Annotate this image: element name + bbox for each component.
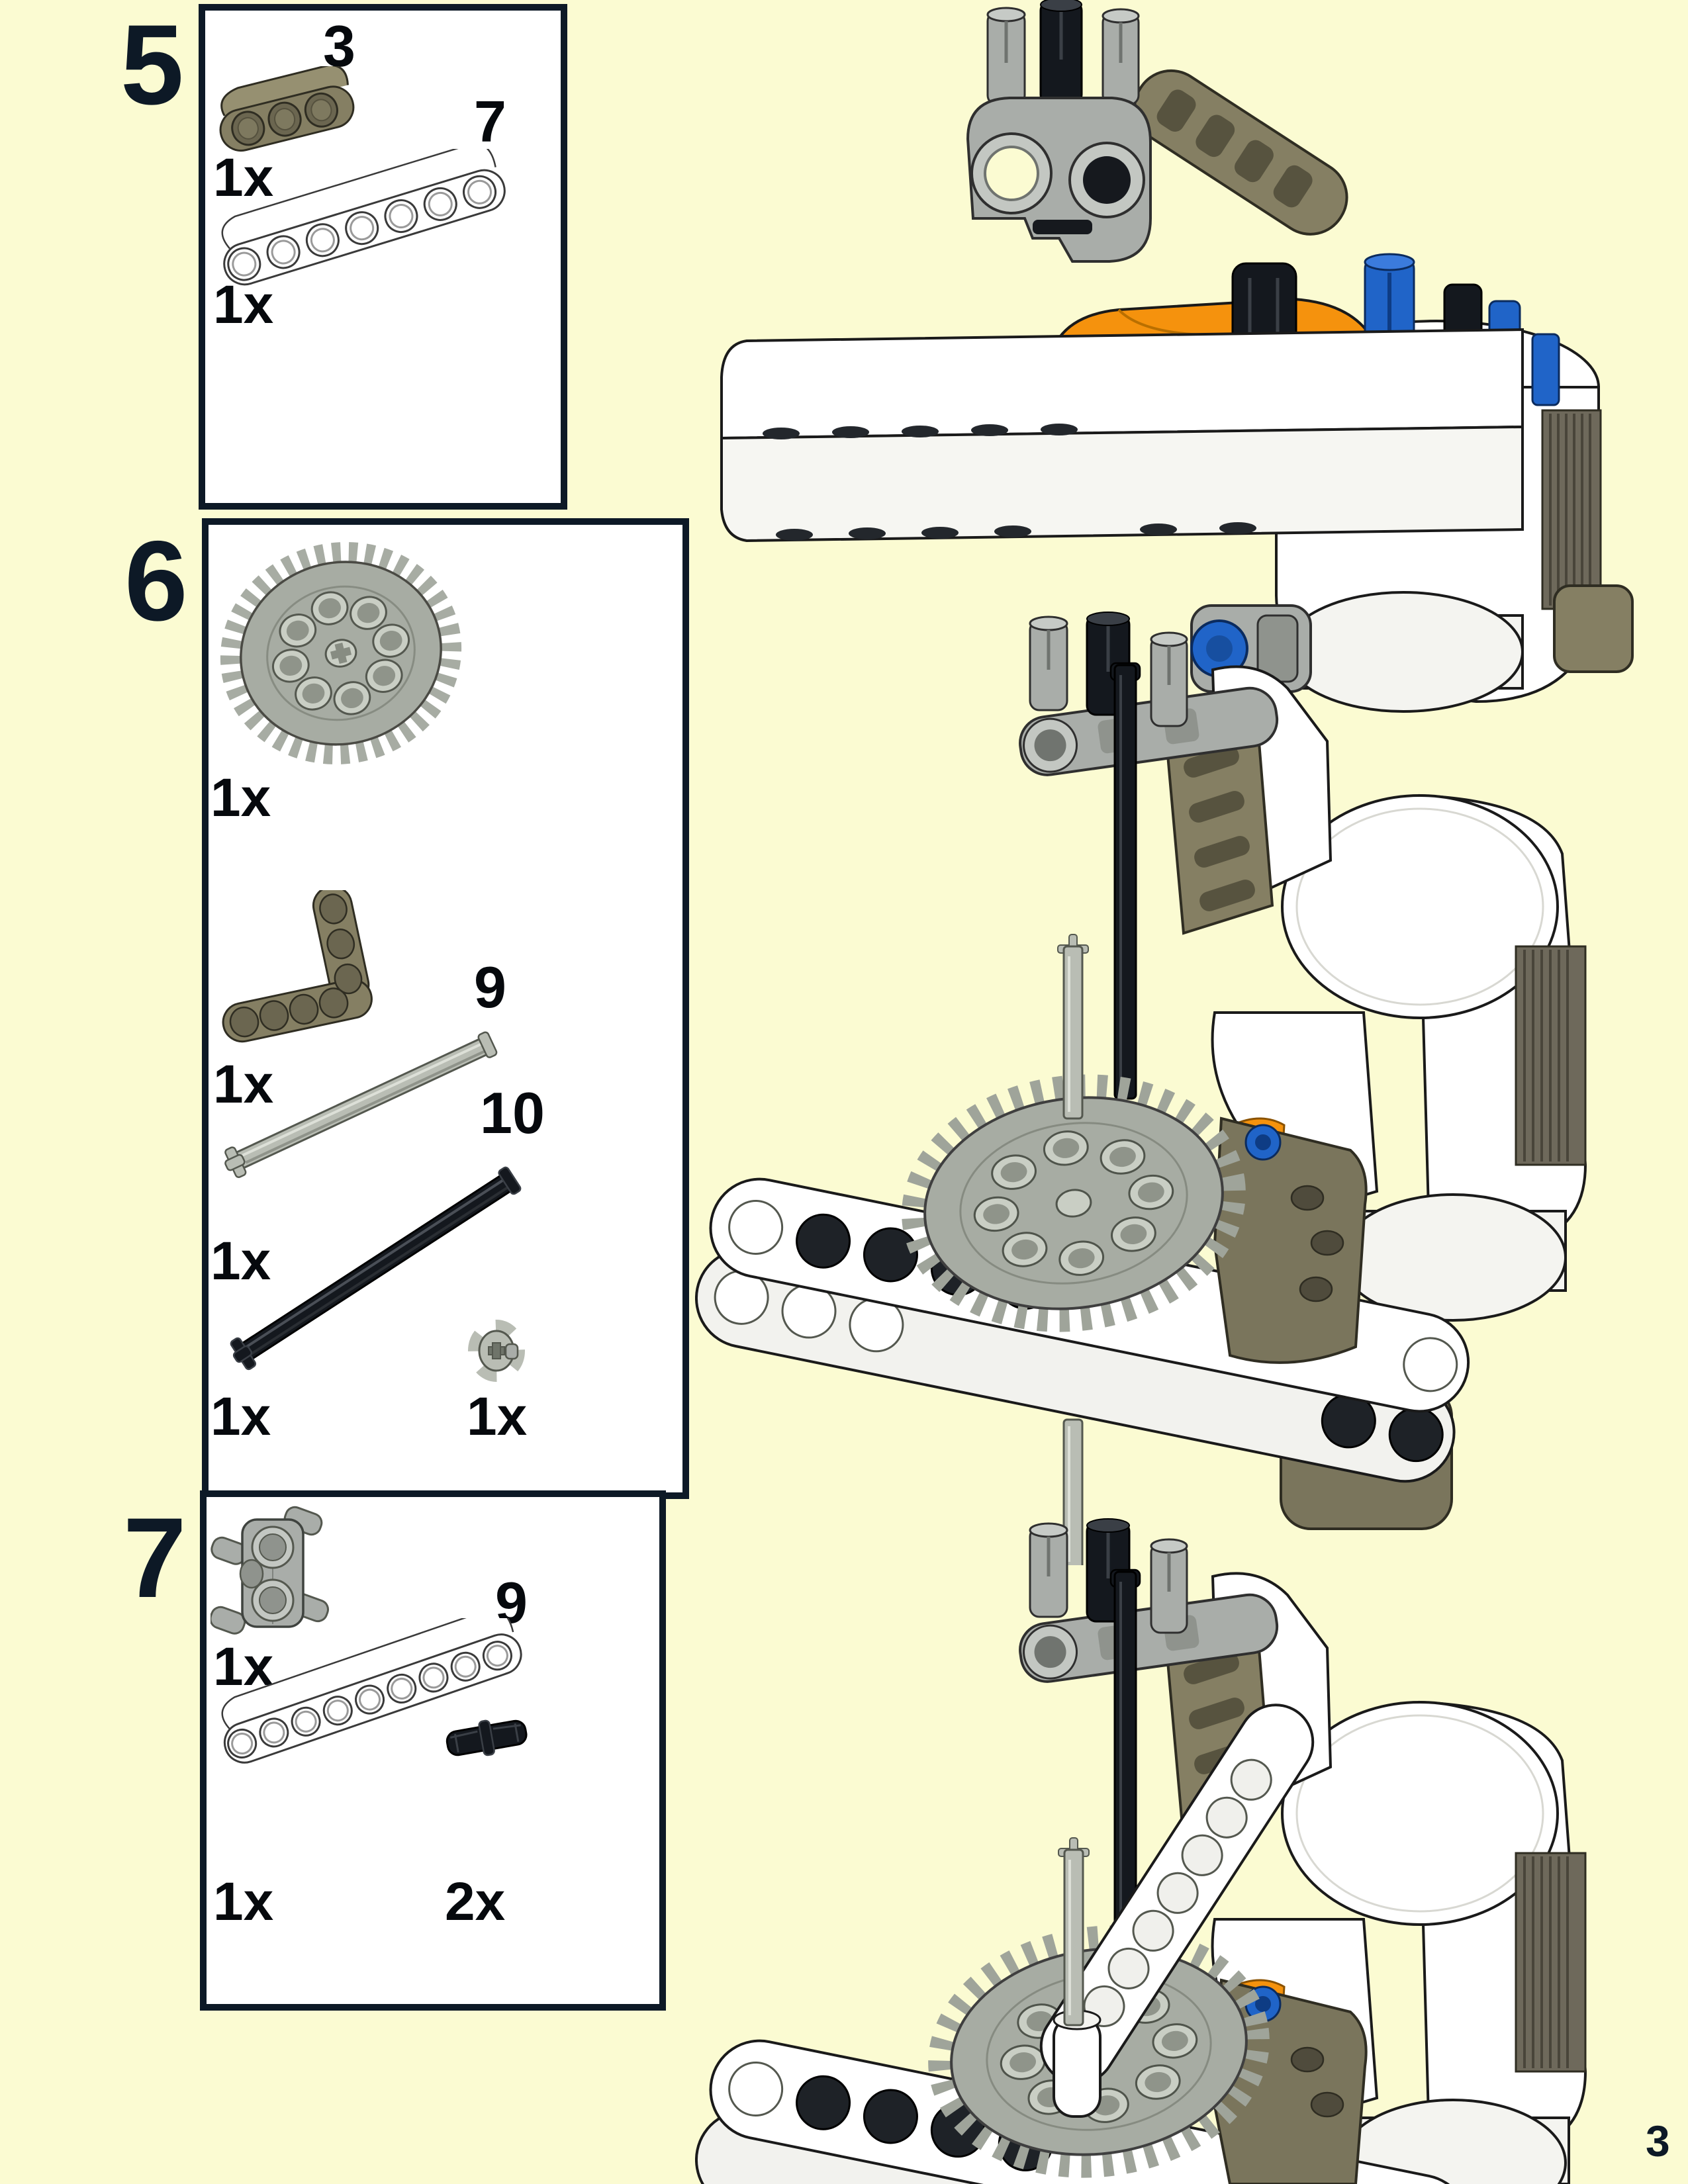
gear-40-tooth-icon [220,542,462,764]
motor-icon [1211,1700,1587,2184]
page-number: 3 [1646,2116,1670,2165]
part-count: 1x [211,768,271,828]
knob-wheel-icon [468,1320,525,1382]
part-size-label: 3 [323,13,355,79]
step-6-number: 6 [124,518,188,645]
part-count: 1x [467,1387,528,1447]
beam-3-icon [219,66,355,152]
step-5-assembly-image [720,0,1634,713]
black-axle-icon [1109,662,1141,1100]
gray-axle-icon [1057,934,1089,1565]
blue-pin-icon [1531,333,1560,406]
pin-icon [986,7,1026,106]
white-beam-icon [1039,1704,1315,2085]
part-size-label: 7 [474,89,506,154]
pin-icon [1150,1538,1188,1634]
pin-connector-block-icon [966,97,1152,263]
part-count: 1x [211,1231,271,1291]
white-beam-icon [720,328,1524,543]
step-7-number: 7 [123,1494,187,1621]
step-7-assembly-image [695,1518,1587,2184]
part-count: 1x [211,1387,271,1447]
part-count: 1x [213,275,274,335]
gear-housing-icon [1213,1116,1368,1364]
step-6-parts-box: 1x 1x 9 [202,518,689,1499]
part-size-label: 9 [474,954,506,1020]
pin-icon [1102,8,1140,106]
beam-9-icon [221,1618,522,1764]
pin-black-icon [445,1719,528,1756]
pin-icon [1029,615,1068,711]
step-5-number: 5 [120,1,184,128]
beam-7-icon [221,149,506,286]
part-count: 2x [445,1872,506,1932]
cross-block-icon [211,1506,329,1635]
part-count: 1x [213,1872,274,1932]
step-5-parts-box: 3 1x 7 [199,4,567,510]
step-7-parts-box: 1x 9 1x [200,1490,666,2011]
beam-end-boss-icon [1053,2009,1102,2118]
part-size-label: 10 [480,1080,545,1146]
gear-40-tooth-icon [902,1074,1246,1332]
axle-connector-icon [1039,0,1083,105]
angular-beam-icon [222,890,373,1043]
part-count: 1x [213,1054,274,1115]
angular-beam-icon [1133,69,1348,236]
axle-9-icon [224,1031,498,1179]
part-count: 1x [213,148,274,208]
part-count: 1x [213,1637,274,1697]
step-6-assembly-image [695,612,1587,1565]
pin-icon [1150,631,1188,727]
axle-10-icon [230,1166,522,1371]
gray-axle-icon [1058,1837,1090,2026]
pin-icon [1029,1522,1068,1618]
